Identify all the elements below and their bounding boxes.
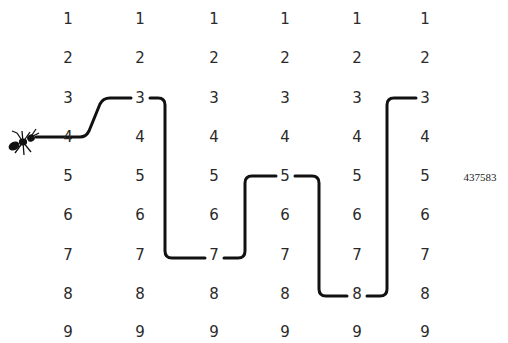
digit-label: 9 <box>280 325 290 340</box>
digit-label: 4 <box>63 130 73 145</box>
digit-label: 5 <box>420 169 430 184</box>
digit-label: 1 <box>420 12 430 27</box>
digit-label: 9 <box>209 325 219 340</box>
digit-label: 5 <box>209 169 219 184</box>
digit-label: 6 <box>209 208 219 223</box>
digit-label: 3 <box>352 91 362 106</box>
digit-label: 6 <box>135 208 145 223</box>
digit-label: 8 <box>280 287 290 302</box>
digit-label: 6 <box>352 208 362 223</box>
digit-label: 7 <box>63 248 73 263</box>
digit-label: 8 <box>63 287 73 302</box>
digit-label: 7 <box>209 248 219 263</box>
digit-label: 1 <box>209 12 219 27</box>
digit-label: 1 <box>352 12 362 27</box>
digit-label: 2 <box>352 51 362 66</box>
ant-path <box>36 98 416 296</box>
ant-icon <box>8 129 39 155</box>
digit-label: 8 <box>352 287 362 302</box>
digit-label: 4 <box>352 130 362 145</box>
digit-label: 5 <box>352 169 362 184</box>
digit-label: 4 <box>135 130 145 145</box>
digit-label: 3 <box>280 91 290 106</box>
digit-label: 1 <box>280 12 290 27</box>
digit-label: 3 <box>209 91 219 106</box>
digit-label: 7 <box>280 248 290 263</box>
digit-label: 2 <box>420 51 430 66</box>
digit-label: 7 <box>352 248 362 263</box>
digit-label: 9 <box>63 325 73 340</box>
digit-label: 6 <box>420 208 430 223</box>
digit-label: 8 <box>135 287 145 302</box>
digit-label: 8 <box>420 287 430 302</box>
digit-label: 5 <box>280 169 290 184</box>
code-label: 437583 <box>464 172 497 183</box>
digit-label: 2 <box>280 51 290 66</box>
digit-label: 4 <box>280 130 290 145</box>
digit-label: 5 <box>135 169 145 184</box>
digit-label: 5 <box>63 169 73 184</box>
digit-label: 9 <box>135 325 145 340</box>
digit-label: 1 <box>135 12 145 27</box>
digit-label: 1 <box>63 12 73 27</box>
digit-label: 6 <box>63 208 73 223</box>
digit-label: 8 <box>209 287 219 302</box>
digit-label: 4 <box>420 130 430 145</box>
digit-label: 3 <box>420 91 430 106</box>
digit-label: 6 <box>280 208 290 223</box>
digit-label: 3 <box>63 91 73 106</box>
digit-label: 7 <box>420 248 430 263</box>
digit-label: 9 <box>352 325 362 340</box>
digit-label: 2 <box>209 51 219 66</box>
digit-label: 4 <box>209 130 219 145</box>
digit-label: 2 <box>63 51 73 66</box>
digit-label: 3 <box>135 91 145 106</box>
digit-label: 7 <box>135 248 145 263</box>
digit-label: 9 <box>420 325 430 340</box>
digit-label: 2 <box>135 51 145 66</box>
